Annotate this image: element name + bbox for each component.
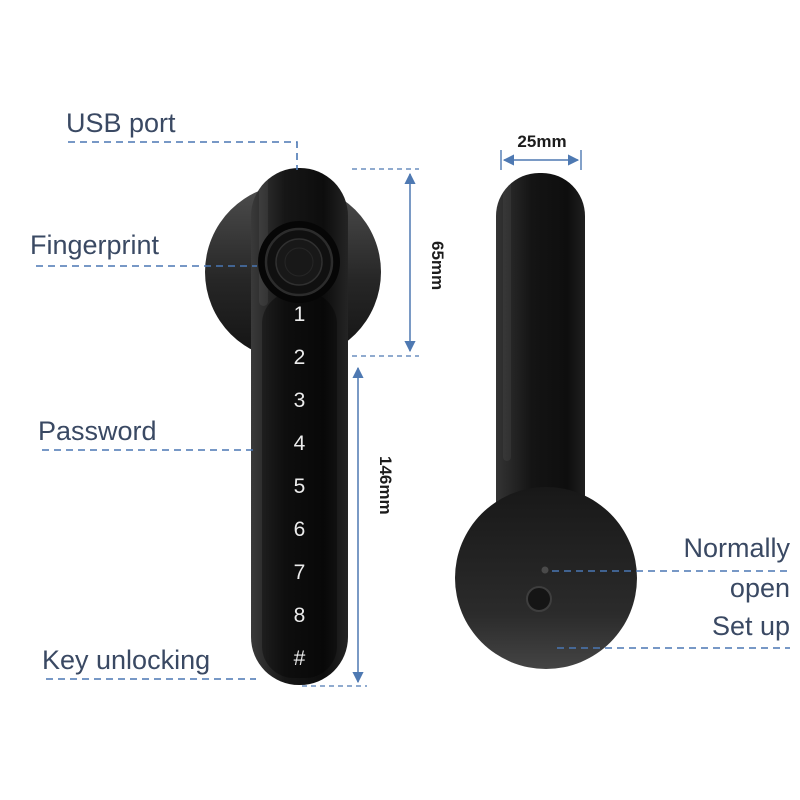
side-handle-highlight (503, 181, 511, 461)
keypad-key-1: 1 (293, 303, 306, 326)
dimension-65mm-text: 65mm (428, 241, 447, 291)
fingerprint-sensor (275, 238, 323, 286)
keypad-key-4: 4 (293, 432, 306, 455)
usb-port-leader-line (68, 141, 298, 170)
side-handle (496, 173, 585, 593)
keypad-panel (262, 292, 337, 678)
leader-lines (36, 141, 790, 680)
keypad-key-2: 2 (293, 346, 306, 369)
front-handle (251, 168, 348, 685)
dimension-25mm-text: 25mm (517, 132, 567, 151)
setup-button (526, 586, 552, 612)
dimension-lines (352, 154, 580, 684)
keypad-key-6: 6 (293, 518, 306, 541)
keypad-key-7: 7 (293, 561, 306, 584)
front-lock-view (205, 168, 381, 685)
fingerprint-label: Fingerprint (30, 230, 160, 260)
back-rosette (455, 487, 637, 669)
dimension-146mm-text: 146mm (376, 456, 395, 515)
fingerprint-sensor-core (284, 247, 314, 277)
usb-port-label: USB port (66, 108, 176, 138)
keypad-key-5: 5 (293, 475, 306, 498)
password-label: Password (38, 416, 157, 446)
keypad-key-hash: # (293, 647, 306, 670)
normally-open-label: Normally open (683, 533, 790, 603)
key-unlocking-label: Key unlocking (42, 645, 211, 675)
width-end-ticks (500, 150, 582, 170)
side-lock-view (455, 173, 637, 669)
keypad-key-8: 8 (293, 604, 306, 627)
set-up-label: Set up (711, 611, 790, 641)
extension-ticks (302, 168, 419, 687)
keypad-key-3: 3 (293, 389, 306, 412)
indicator-dot (541, 566, 549, 574)
